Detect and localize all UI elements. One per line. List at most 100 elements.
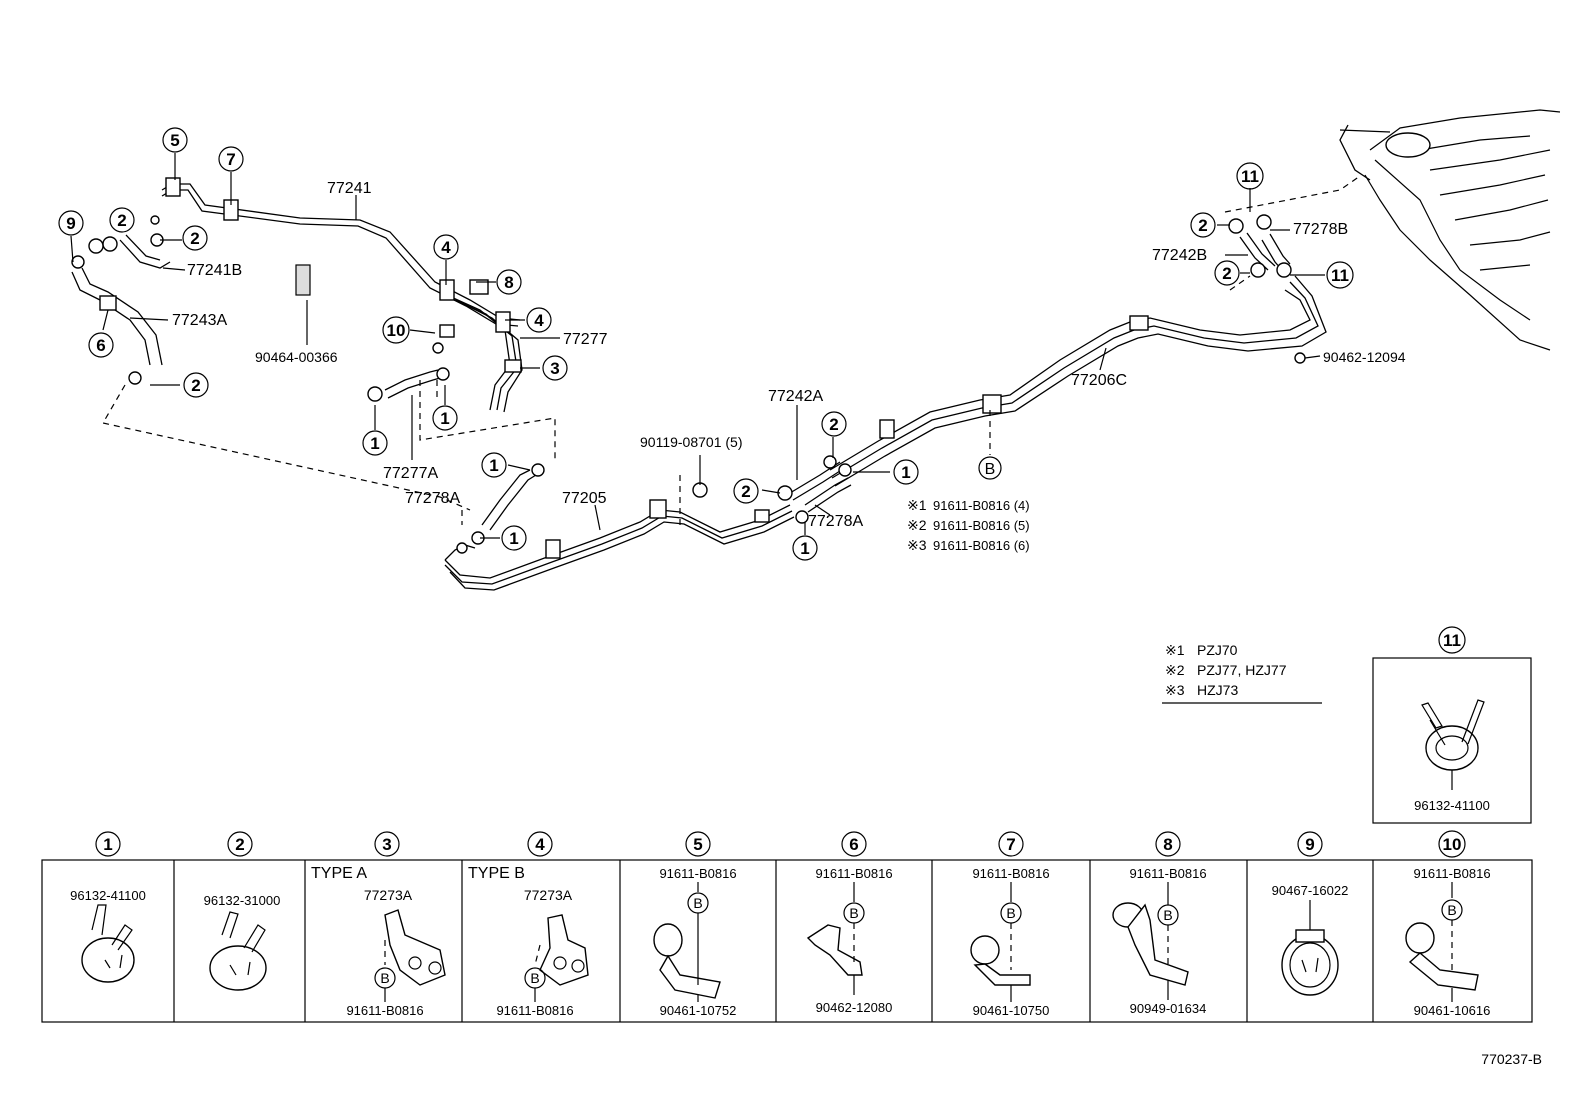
svg-text:91611-B0816: 91611-B0816	[972, 866, 1049, 881]
svg-text:2: 2	[191, 376, 200, 395]
svg-text:※1: ※1	[1165, 642, 1185, 658]
callout-1: 1	[481, 452, 507, 478]
fuel-tank	[1339, 109, 1561, 351]
svg-text:2: 2	[741, 482, 750, 501]
table-cell-10: 91611-B0816 B 90461-10616	[1405, 866, 1491, 1018]
svg-text:※2: ※2	[1165, 662, 1185, 678]
svg-text:2: 2	[1198, 216, 1207, 235]
callout-2: 2	[109, 207, 135, 233]
label-77278A-left: 77278A	[405, 490, 460, 507]
svg-text:1: 1	[103, 835, 112, 854]
svg-text:91611-B0816: 91611-B0816	[346, 1003, 423, 1018]
svg-text:8: 8	[1163, 835, 1172, 854]
svg-text:B: B	[1447, 902, 1456, 918]
svg-text:77273A: 77273A	[524, 887, 573, 903]
table-cell-8: 91611-B0816 B 90949-01634	[1112, 866, 1207, 1016]
part-labels: 77241 77241B 77243A 90464-00366 77277 77…	[172, 180, 1406, 530]
table-number-1: 1	[95, 831, 121, 857]
svg-text:※3: ※3	[907, 537, 927, 553]
svg-text:10: 10	[387, 321, 406, 340]
table-cell-4: TYPE B 77273A B 91611-B0816	[468, 865, 589, 1018]
svg-text:1: 1	[901, 463, 910, 482]
bolt-notes: ※1 91611-B0816 (4) ※2 91611-B0816 (5) ※3…	[907, 497, 1030, 553]
svg-text:5: 5	[693, 835, 702, 854]
table-number-10: 10	[1438, 830, 1466, 858]
svg-text:1: 1	[489, 456, 498, 475]
reference-lines	[102, 175, 1361, 525]
svg-text:3: 3	[550, 359, 559, 378]
svg-text:B: B	[693, 895, 702, 911]
table-column-numbers: 1 2 3 4 5 6 7 8 9 10	[95, 830, 1466, 858]
svg-text:HZJ73: HZJ73	[1197, 682, 1238, 698]
fuel-pipes	[71, 183, 1327, 591]
callout-2: 2	[182, 225, 208, 251]
svg-text:4: 4	[534, 311, 544, 330]
callout-b: B	[978, 456, 1002, 480]
table-cell-5: 91611-B0816 B 90461-10752	[653, 866, 737, 1018]
callout-1: 1	[501, 525, 527, 551]
svg-text:6: 6	[96, 336, 105, 355]
svg-text:5: 5	[170, 131, 179, 150]
table-cell-7: 91611-B0816 B 90461-10750	[970, 866, 1050, 1018]
label-77278B: 77278B	[1293, 221, 1348, 238]
svg-text:91611-B0816: 91611-B0816	[659, 866, 736, 881]
svg-text:91611-B0816 (4): 91611-B0816 (4)	[933, 498, 1030, 513]
label-90462-12094: 90462-12094	[1323, 349, 1406, 365]
figure-code: 770237-B	[1481, 1051, 1542, 1067]
callout-11: 11	[1236, 162, 1264, 190]
parts-table	[41, 859, 1533, 1023]
table-number-3: 3	[374, 831, 400, 857]
callout-2: 2	[821, 411, 847, 437]
callout-9: 9	[58, 210, 84, 236]
svg-text:PZJ70: PZJ70	[1197, 642, 1238, 658]
hose-clips	[71, 214, 1306, 554]
table-number-8: 8	[1155, 831, 1181, 857]
label-90464-00366: 90464-00366	[255, 349, 338, 365]
table-number-4: 4	[527, 831, 553, 857]
svg-text:11: 11	[1331, 266, 1349, 285]
svg-text:96132-41100: 96132-41100	[1414, 798, 1490, 813]
svg-text:※2: ※2	[907, 517, 927, 533]
label-77241: 77241	[327, 180, 372, 197]
svg-text:4: 4	[441, 238, 451, 257]
table-cell-2: 96132-31000	[204, 893, 280, 991]
callout-2: 2	[183, 372, 209, 398]
svg-text:B: B	[1006, 905, 1015, 921]
callout-2: 2	[1190, 212, 1216, 238]
svg-text:11: 11	[1241, 167, 1259, 186]
table-number-2: 2	[227, 831, 253, 857]
callouts: 5 7 9 2 2 6 2 4 8 4 3 10 1 1 1 1 2 2 1 1…	[58, 127, 1354, 561]
svg-text:B: B	[530, 970, 539, 986]
svg-text:PZJ77, HZJ77: PZJ77, HZJ77	[1197, 662, 1287, 678]
detail-11-box: 11 96132-41100	[1372, 626, 1532, 824]
callout-4: 4	[526, 307, 552, 333]
svg-text:7: 7	[226, 150, 235, 169]
table-number-5: 5	[685, 831, 711, 857]
callout-2: 2	[1214, 260, 1240, 286]
svg-text:90949-01634: 90949-01634	[1130, 1001, 1207, 1016]
svg-text:2: 2	[190, 229, 199, 248]
leader-lines	[70, 153, 1325, 539]
svg-text:TYPE A: TYPE A	[311, 865, 367, 882]
svg-text:91611-B0816 (6): 91611-B0816 (6)	[933, 538, 1030, 553]
callout-6: 6	[88, 332, 114, 358]
svg-text:6: 6	[849, 835, 858, 854]
svg-text:90462-12080: 90462-12080	[816, 1000, 893, 1015]
label-77241B: 77241B	[187, 262, 242, 279]
label-77242A: 77242A	[768, 388, 823, 405]
svg-text:7: 7	[1006, 835, 1015, 854]
table-cell-3: TYPE A 77273A B 91611-B0816	[311, 865, 446, 1018]
svg-text:90461-10616: 90461-10616	[1414, 1003, 1491, 1018]
callout-1: 1	[893, 459, 919, 485]
label-77242B: 77242B	[1152, 247, 1207, 264]
table-number-7: 7	[998, 831, 1024, 857]
svg-text:91611-B0816: 91611-B0816	[1413, 866, 1490, 881]
callout-1: 1	[362, 430, 388, 456]
callout-7: 7	[218, 146, 244, 172]
model-legend: ※1 PZJ70 ※2 PZJ77, HZJ77 ※3 HZJ73	[1162, 642, 1322, 704]
svg-text:1: 1	[800, 539, 809, 558]
svg-text:9: 9	[66, 214, 75, 233]
svg-text:※1: ※1	[907, 497, 927, 513]
svg-text:4: 4	[535, 835, 545, 854]
pipe-clamps	[99, 177, 1149, 559]
